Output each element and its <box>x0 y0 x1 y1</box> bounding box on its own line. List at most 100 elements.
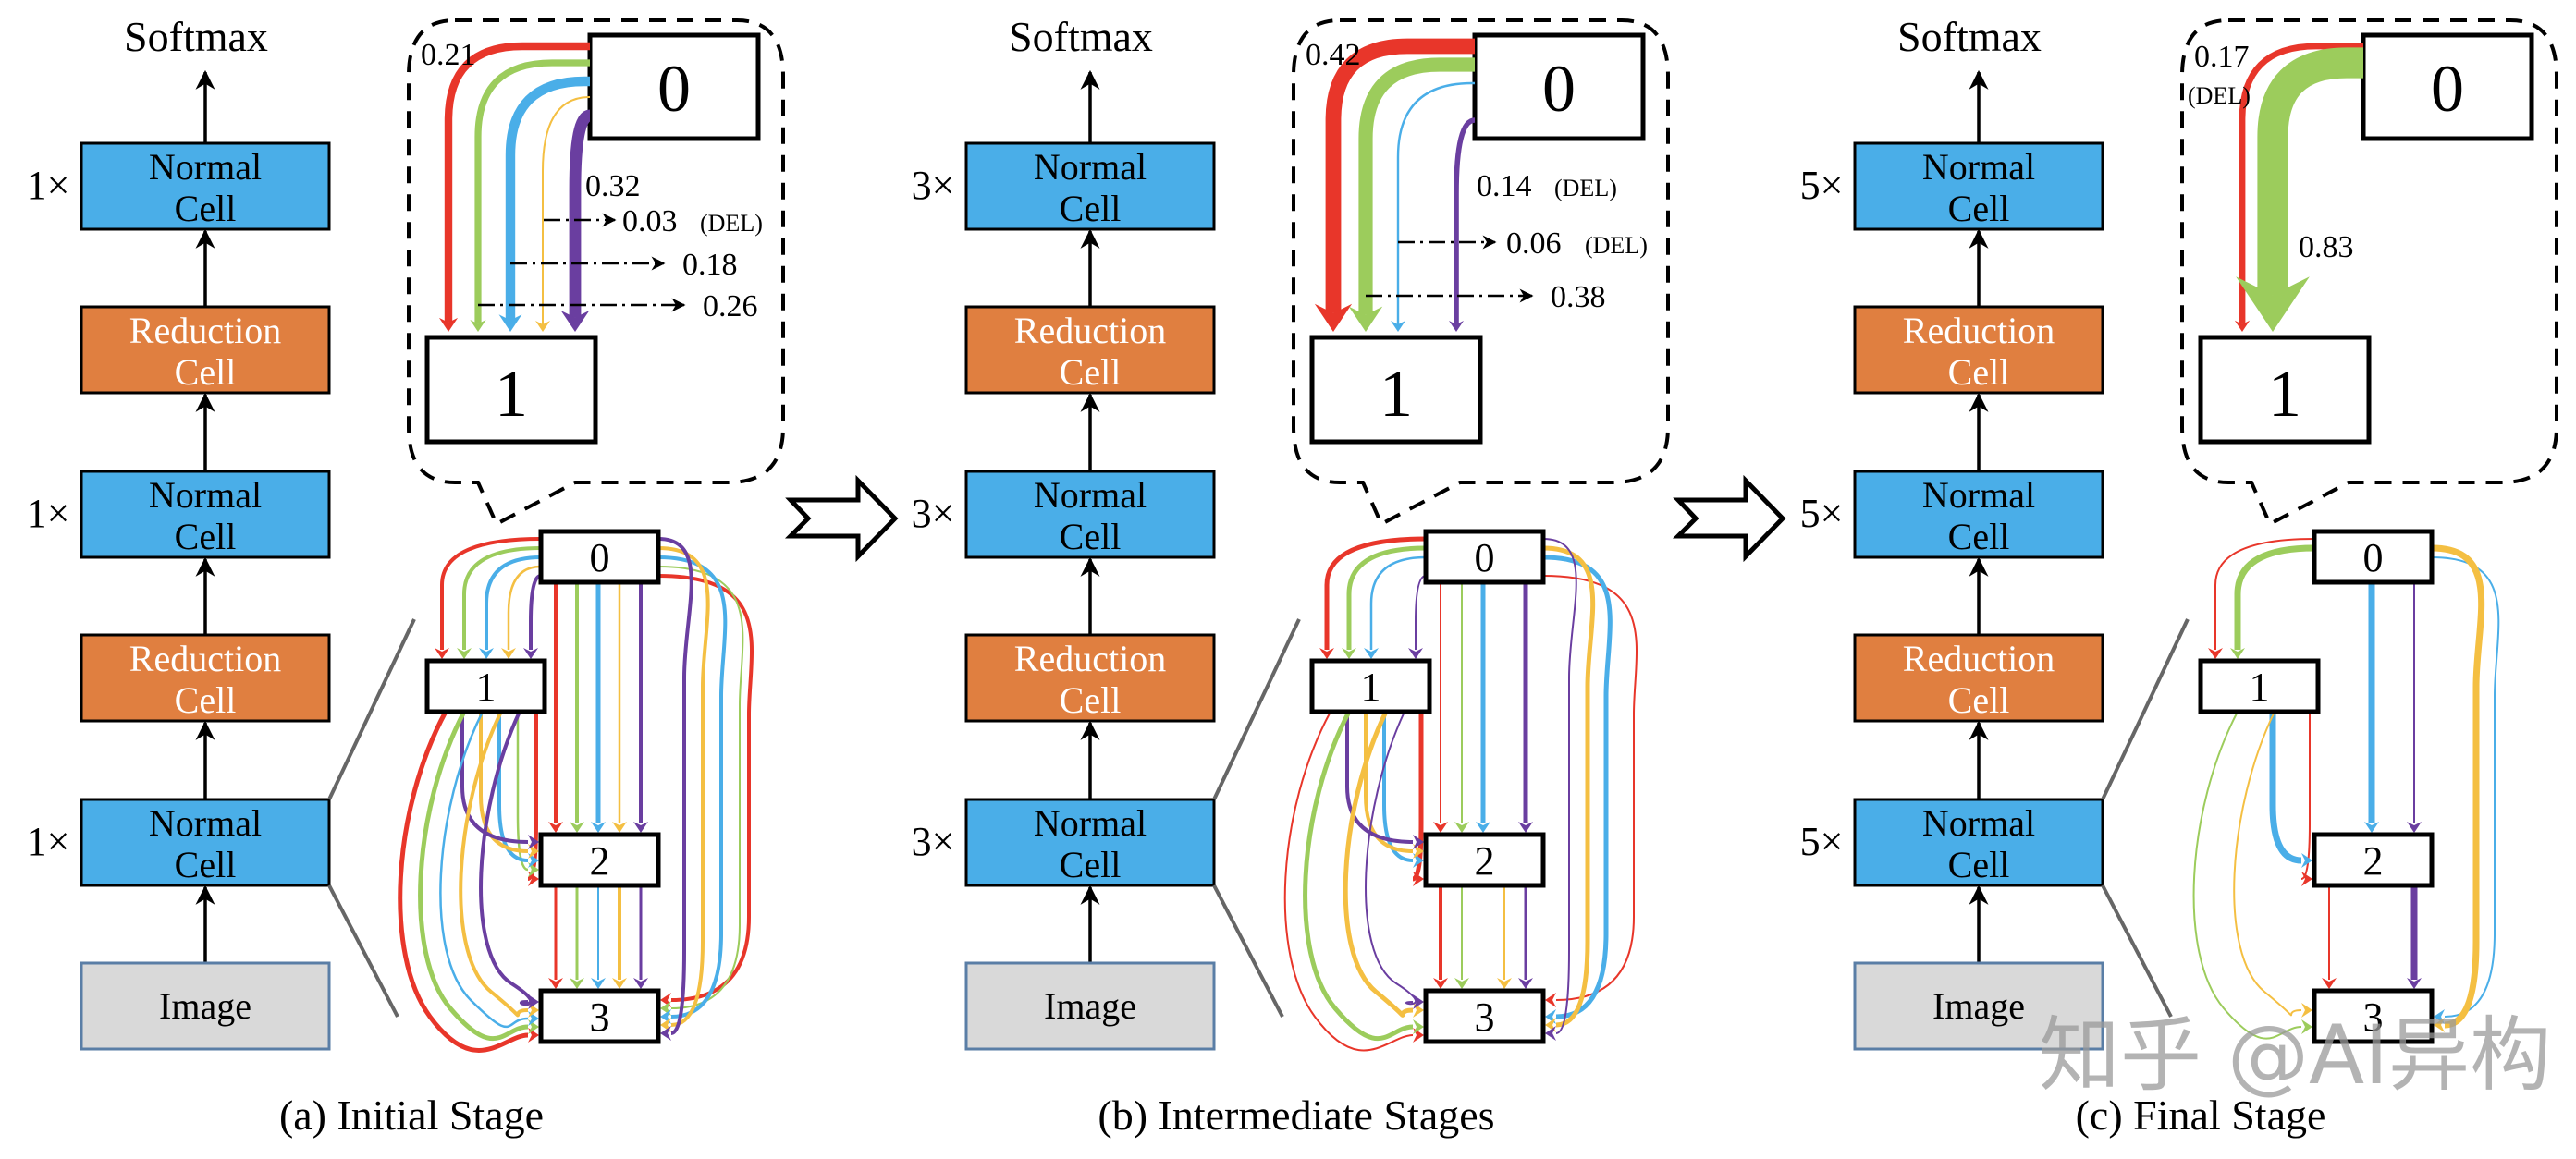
dag-node-1-label: 1 <box>1361 665 1381 710</box>
dag-node-3-label: 3 <box>2363 994 2384 1040</box>
softmax-label: Softmax <box>1897 13 2042 60</box>
weight-label-red: 0.21 <box>421 38 476 72</box>
zoom-callout-bubble <box>1292 18 1670 527</box>
cell-label-line1: Reduction <box>129 310 281 351</box>
cell-label-line1: Reduction <box>1903 310 2055 351</box>
zoom-edge-purple <box>569 109 592 318</box>
dag-edge-0-3 <box>2431 556 2500 1018</box>
del-tag-yellow: (DEL) <box>700 210 763 237</box>
cell-label-line2: Cell <box>1948 351 2010 393</box>
dag-edge-0-3 <box>1542 545 1596 1028</box>
dag-arrowhead <box>2208 648 2223 659</box>
zoom-edge-arrowhead <box>2236 276 2310 332</box>
cell-label-line2: Cell <box>1060 188 1122 229</box>
stage-caption: (b) Intermediate Stages <box>1098 1092 1494 1139</box>
zoom-node-1-label: 1 <box>495 357 528 431</box>
cell-multiplier: 5× <box>1800 163 1844 208</box>
weight-label-blue: 0.26 <box>703 289 758 323</box>
dag-node-3 <box>2312 988 2435 1044</box>
cell-label-line1: Reduction <box>129 638 281 679</box>
dag-arrowhead <box>2301 1019 2312 1034</box>
dag-arrowhead <box>2301 1003 2312 1018</box>
callout-line-top <box>2101 618 2190 800</box>
zoom-edge-arrowhead <box>535 321 550 332</box>
dag-arrowhead <box>1518 822 1533 833</box>
dag-edge-0-1 <box>529 574 542 650</box>
dag-arrowhead <box>1413 1019 1424 1034</box>
normal-cell-rect <box>964 141 1216 231</box>
del-tag-red: (DEL) <box>2188 82 2251 109</box>
zoom-edge-red <box>1325 38 1475 313</box>
dag-node-1 <box>1309 658 1432 714</box>
dag-arrowhead <box>2301 853 2312 868</box>
weight-label-green: 0.18 <box>682 248 738 282</box>
cell-label-line2: Cell <box>175 679 237 721</box>
cell-label-line1: Normal <box>1034 802 1147 844</box>
weight-label-red: 0.42 <box>1306 38 1361 72</box>
dag-arrowhead <box>591 978 606 989</box>
normal-cell-rect <box>964 798 1216 887</box>
dag-edge-1-2 <box>2300 712 2311 880</box>
dag-node-2-label: 2 <box>590 838 610 884</box>
dag-edge-0-3 <box>657 555 728 1019</box>
dag-arrowhead <box>591 822 606 833</box>
zoom-node-1-label: 1 <box>1380 357 1413 431</box>
cell-label-line1: Normal <box>149 146 262 188</box>
dag-edge-1-2 <box>1364 712 1414 853</box>
zoom-callout-bubble <box>2180 18 2558 527</box>
dag-arrowhead <box>1454 822 1469 833</box>
dag-edge-0-3 <box>657 574 754 1002</box>
dag-edge-0-1 <box>1369 555 1427 650</box>
dag-node-1 <box>2198 658 2321 714</box>
dag-arrowhead <box>1413 872 1424 886</box>
dag-edge-1-2 <box>497 712 529 862</box>
image-cell-rect <box>1853 961 2104 1051</box>
dag-arrowhead <box>1454 978 1469 989</box>
cell-label-line2: Cell <box>1948 516 2010 557</box>
weight-label-green: 0.38 <box>1551 280 1606 314</box>
image-input-box: Image <box>1853 961 2104 1051</box>
image-label: Image <box>1932 985 2025 1027</box>
reduction-cell-rect <box>80 633 331 723</box>
dag-node-2-label: 2 <box>1475 838 1495 884</box>
dag-edge-1-3 <box>439 711 529 1029</box>
image-input-box: Image <box>80 961 331 1051</box>
zoom-edge-purple <box>1454 117 1476 326</box>
zoom-edge-arrowhead <box>498 314 522 332</box>
image-input-box: Image <box>964 961 1216 1051</box>
dag-arrowhead <box>1518 978 1533 989</box>
zoom-edge-red <box>444 42 590 323</box>
cell-label-line2: Cell <box>1948 679 2010 721</box>
dag-arrowhead <box>528 835 539 849</box>
dag-arrowhead <box>2322 978 2337 989</box>
dag-arrowhead <box>523 648 538 659</box>
stage-panel-a: SoftmaxNormalCell1×ReductionCellNormalCe… <box>27 13 785 1139</box>
dag-edge-0-1 <box>1346 545 1427 650</box>
weight-label-purple: 0.32 <box>585 169 641 203</box>
dag-arrowhead <box>2407 978 2422 989</box>
dag-edge-0-3 <box>2431 544 2485 1029</box>
dag-node-2 <box>538 832 661 888</box>
normal-cell-rect <box>1853 798 2104 887</box>
dag-node-2 <box>1423 832 1546 888</box>
cell-multiplier: 1× <box>27 491 70 536</box>
zoom-edge-green <box>474 59 590 324</box>
softmax-label: Softmax <box>1009 13 1153 60</box>
zoom-callout-bubble <box>407 18 785 527</box>
zoom-edge-yellow <box>542 96 591 330</box>
cell-label-line1: Normal <box>1922 474 2035 516</box>
cell-label-line2: Cell <box>1948 188 2010 229</box>
zoom-node-1-label: 1 <box>2268 357 2301 431</box>
dag-arrowhead <box>570 822 584 833</box>
cell-label-line1: Normal <box>149 474 262 516</box>
cell-label-line1: Normal <box>1034 146 1147 188</box>
dag-edge-1-2 <box>479 712 529 853</box>
zoom-edge-arrowhead <box>560 310 590 332</box>
dag-node-3-label: 3 <box>1475 994 1495 1040</box>
dag-edge-1-3 <box>459 711 529 1018</box>
dag-arrowhead <box>2230 648 2245 659</box>
